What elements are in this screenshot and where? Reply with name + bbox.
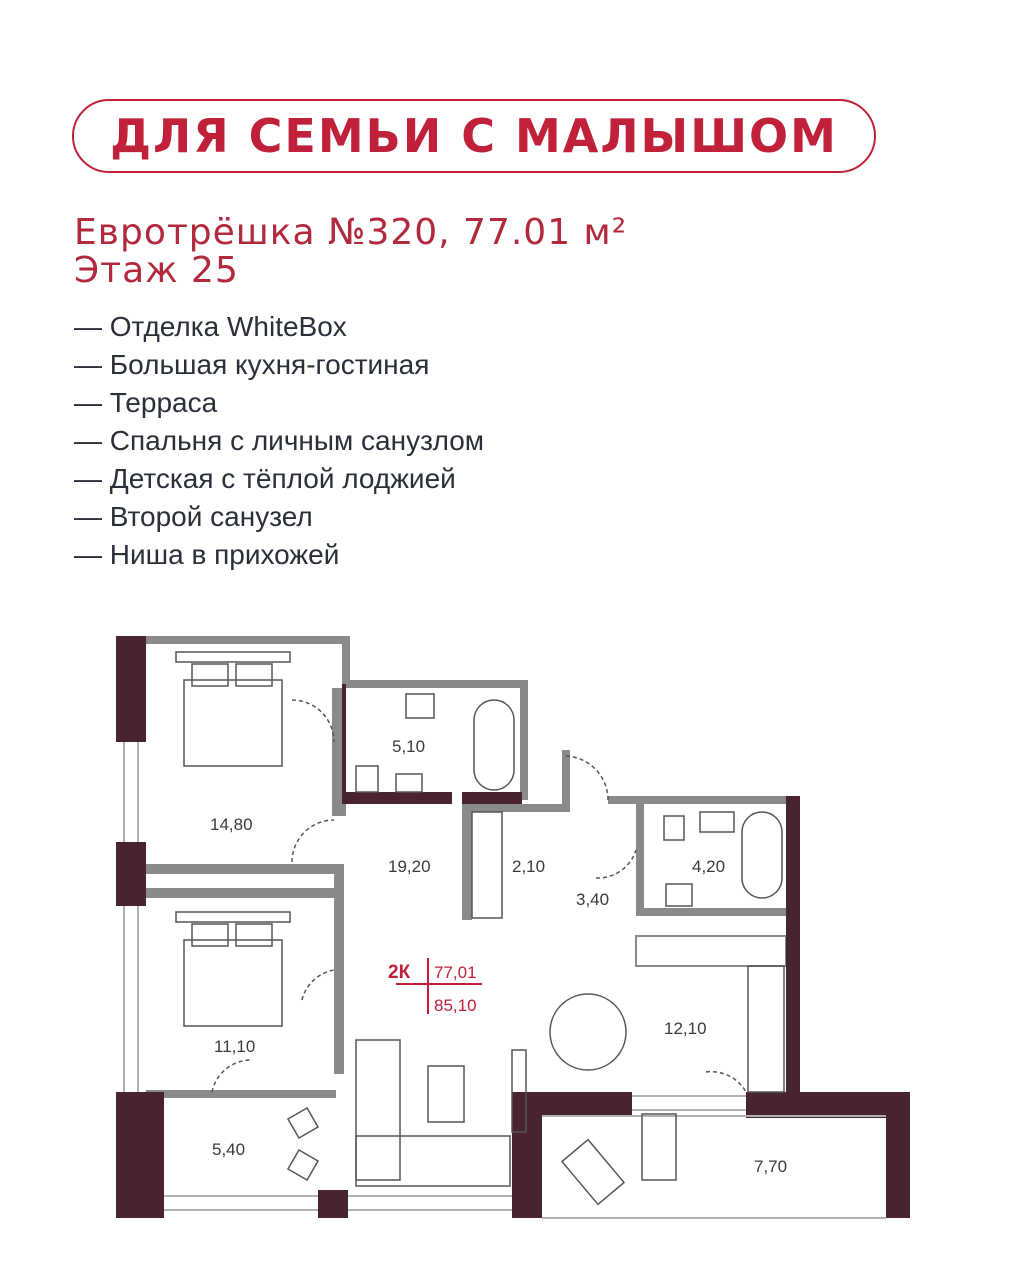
feature-item: — Второй санузел [74, 501, 313, 532]
door-swings [211, 699, 747, 1093]
room-area-niche: 2,10 [512, 857, 545, 876]
feature-item: — Большая кухня-гостиная [74, 349, 430, 380]
apartment-tag: 2К 77,01 85,10 [388, 958, 482, 1015]
room-area-hallway: 19,20 [388, 857, 431, 876]
room-area-loggia: 5,40 [212, 1140, 245, 1159]
apartment-type: 2К [388, 962, 411, 983]
apartment-title: Евротрёшка №320, 77.01 м² [74, 212, 628, 253]
room-area-bedroom-2: 11,10 [214, 1037, 255, 1056]
feature-item: — Отделка WhiteBox [74, 311, 347, 342]
apartment-total-area-outdoor: 85,10 [434, 996, 477, 1015]
feature-item: — Терраса [74, 387, 218, 418]
room-area-bathroom-2: 4,20 [692, 857, 725, 876]
apartment-total-area: 77,01 [434, 963, 477, 982]
windows [123, 742, 886, 1219]
title-badge: ДЛЯ СЕМЬИ С МАЛЫШОМ [72, 99, 876, 173]
interior-walls [140, 636, 798, 1098]
room-area-bedroom-1: 14,80 [210, 815, 253, 834]
feature-item: — Детская с тёплой лоджией [74, 463, 456, 494]
feature-item: — Ниша в прихожей [74, 539, 340, 570]
apartment-floor: Этаж 25 [74, 250, 239, 291]
room-labels: 14,80 5,10 19,20 2,10 3,40 4,20 11,10 12… [210, 737, 787, 1176]
feature-item: — Спальня с личным санузлом [74, 425, 485, 456]
room-area-terrace: 7,70 [754, 1157, 787, 1176]
title-badge-text: ДЛЯ СЕМЬИ С МАЛЫШОМ [110, 109, 838, 163]
room-area-corridor: 3,40 [576, 890, 609, 909]
exterior-walls [116, 636, 910, 1218]
room-area-bathroom-1: 5,10 [392, 737, 425, 756]
room-area-kitchen-living: 12,10 [664, 1019, 707, 1038]
feature-list: — Отделка WhiteBox — Большая кухня-гости… [74, 308, 484, 574]
furniture [175, 651, 785, 1206]
